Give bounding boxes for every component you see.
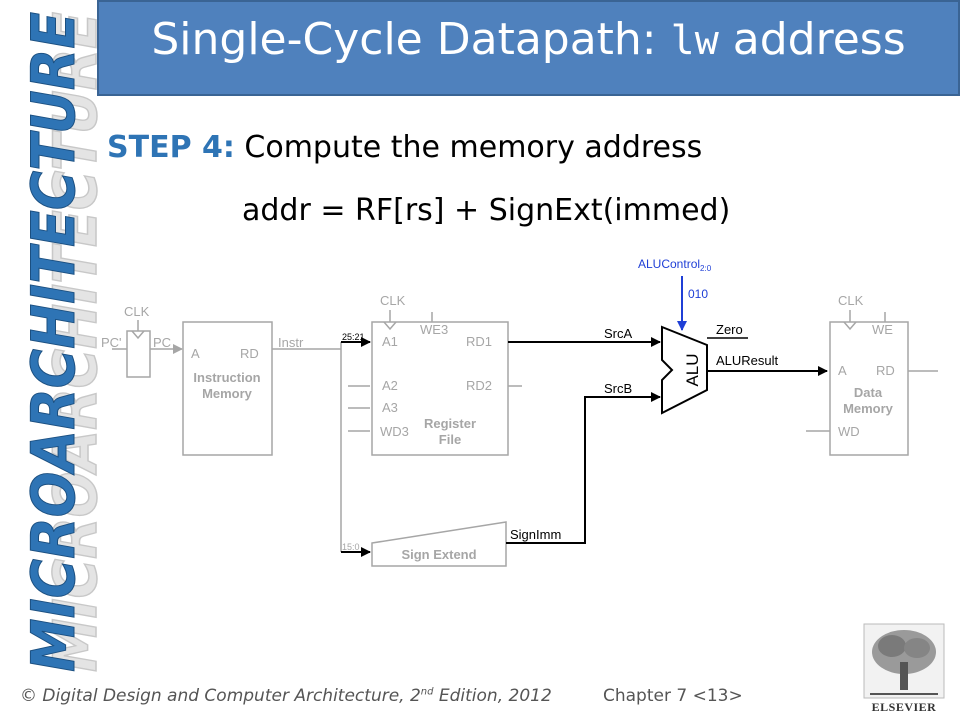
- dm-wd-label: WD: [838, 424, 860, 439]
- imem-rd-label: RD: [240, 346, 259, 361]
- rf-wd3-label: WD3: [380, 424, 409, 439]
- rf-rd2-label: RD2: [466, 378, 492, 393]
- zero-label: Zero: [716, 322, 743, 337]
- rf-we3-label: WE3: [420, 322, 448, 337]
- footer-book: Digital Design and Computer Architecture: [42, 686, 400, 706]
- instr-label: Instr: [278, 335, 304, 350]
- active-wires: SrcA SignImm SrcB: [506, 326, 661, 544]
- alu-outputs: Zero ALUResult: [707, 322, 828, 376]
- title-prefix: Single-Cycle Datapath:: [151, 14, 671, 65]
- title-code: lw: [670, 18, 719, 64]
- signimm-label: SignImm: [510, 527, 561, 542]
- dm-title-2: Memory: [843, 401, 894, 416]
- alucontrol-signal: ALUControl2:0 010: [638, 257, 712, 331]
- instruction-memory: A RD Instruction Memory: [182, 321, 273, 456]
- slide-title: Single-Cycle Datapath: lw address: [99, 14, 958, 65]
- srca-label: SrcA: [604, 326, 633, 341]
- sign-extend-unit: Sign Extend: [371, 521, 507, 567]
- footer-edition-post: Edition, 2012: [433, 686, 552, 706]
- alucontrol-label: ALUControl2:0: [638, 257, 712, 273]
- pc-register: CLK PC' PC: [101, 304, 183, 378]
- rf-title-1: Register: [424, 416, 476, 431]
- dm-rd-label: RD: [876, 363, 895, 378]
- rf-a3-label: A3: [382, 400, 398, 415]
- instr-bus: Instr 25:21 15:0: [272, 332, 371, 557]
- srcb-label: SrcB: [604, 381, 632, 396]
- pc-clk-label: CLK: [124, 304, 150, 319]
- footer-edition-pre: , 2: [399, 686, 421, 706]
- sidebar-banner: MICROARCHITECTURE MICROARCHITECTURE: [19, 11, 101, 673]
- title-bar: Single-Cycle Datapath: lw address: [97, 0, 960, 96]
- step-label: STEP 4:: [107, 130, 235, 165]
- rf-a1-label: A1: [382, 334, 398, 349]
- rf-clk-label: CLK: [380, 293, 406, 308]
- publisher-logo: [863, 623, 945, 699]
- dm-title-1: Data: [854, 385, 883, 400]
- dm-a-label: A: [838, 363, 847, 378]
- alucontrol-value: 010: [688, 287, 708, 301]
- rf-rd1-label: RD1: [466, 334, 492, 349]
- dm-clk-label: CLK: [838, 293, 864, 308]
- dm-we-label: WE: [872, 322, 893, 337]
- alu-unit: ALU: [661, 325, 708, 415]
- title-suffix: address: [718, 14, 906, 65]
- publisher-name: ELSEVIER: [871, 700, 937, 714]
- step-line: STEP 4: Compute the memory address: [107, 130, 702, 165]
- alu-label: ALU: [683, 353, 702, 386]
- data-memory: CLK WE A RD WD Data Memory: [806, 293, 938, 456]
- rf-title-2: File: [439, 432, 461, 447]
- bits-imm-label: 15:0: [342, 542, 360, 552]
- imem-title-2: Memory: [202, 386, 253, 401]
- bits-rs-label: 25:21: [342, 332, 365, 342]
- rf-a2-label: A2: [382, 378, 398, 393]
- imem-a-label: A: [191, 346, 200, 361]
- footer-edition-sup: nd: [420, 686, 434, 698]
- footer-chapter: Chapter 7 <13>: [603, 686, 743, 706]
- footer-copyright: ©: [20, 686, 43, 706]
- aluresult-label: ALUResult: [716, 353, 779, 368]
- imem-title-1: Instruction: [193, 370, 260, 385]
- step-text: Compute the memory address: [234, 130, 703, 165]
- footer-citation: © Digital Design and Computer Architectu…: [20, 686, 552, 706]
- pc-prime-label: PC': [101, 335, 122, 350]
- sidebar-text: MICROARCHITECTURE: [19, 12, 89, 672]
- address-formula: addr = RF[rs] + SignExt(immed): [242, 193, 731, 228]
- register-file: CLK WE3 A1 A2 A3 WD3 RD1 RD2 Register Fi…: [371, 293, 522, 456]
- pc-label: PC: [153, 335, 171, 350]
- sidebar-shadow-text: MICROARCHITECTURE: [41, 12, 100, 672]
- sign-extend-label: Sign Extend: [401, 547, 476, 562]
